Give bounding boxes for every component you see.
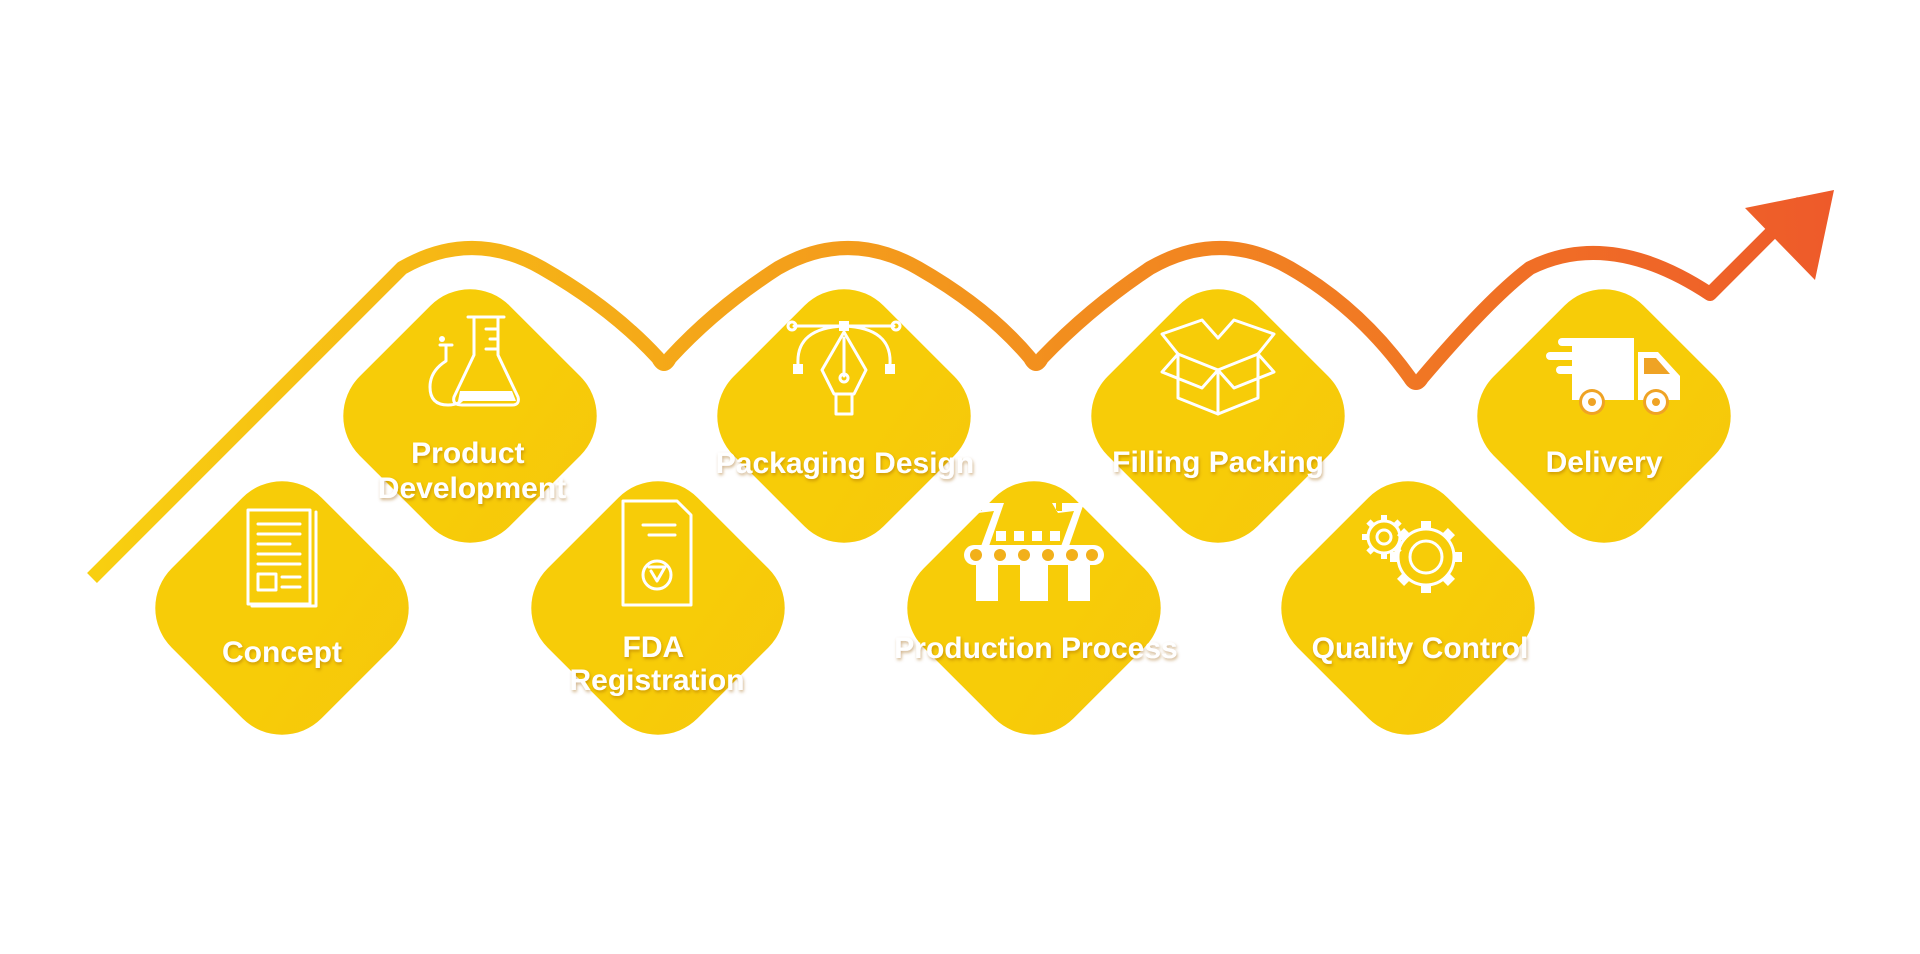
step-label-packaging-design: Packaging Design bbox=[716, 447, 974, 480]
document-icon bbox=[246, 508, 318, 608]
factory-robot-icon bbox=[964, 503, 1104, 601]
step-label-product-development: Product Development bbox=[378, 437, 566, 505]
step-quality-control bbox=[1281, 481, 1535, 735]
lab-flasks-icon bbox=[428, 315, 520, 407]
delivery-truck-icon bbox=[1546, 338, 1680, 415]
step-product-development bbox=[343, 289, 597, 543]
step-production-process bbox=[907, 481, 1161, 735]
step-label-fda-registration: FDA Registration bbox=[569, 631, 744, 697]
gears-icon bbox=[1362, 515, 1462, 593]
certificate-document-icon bbox=[621, 499, 693, 607]
open-box-icon bbox=[1160, 318, 1276, 416]
progress-arrow-line bbox=[87, 197, 1807, 583]
pen-tool-icon bbox=[786, 320, 902, 416]
step-label-filling-packing: Filling Packing bbox=[1112, 446, 1324, 479]
step-label-production-process: Production Process bbox=[894, 632, 1177, 665]
step-label-concept: Concept bbox=[222, 636, 342, 669]
step-label-quality-control: Quality Control bbox=[1312, 632, 1529, 665]
arrow-head-icon bbox=[1745, 190, 1834, 280]
step-fda-registration bbox=[531, 481, 785, 735]
step-concept bbox=[155, 481, 409, 735]
step-label-delivery: Delivery bbox=[1546, 446, 1663, 479]
step-filling-packing bbox=[1091, 289, 1345, 543]
step-delivery bbox=[1477, 289, 1731, 543]
step-packaging-design bbox=[717, 289, 971, 543]
